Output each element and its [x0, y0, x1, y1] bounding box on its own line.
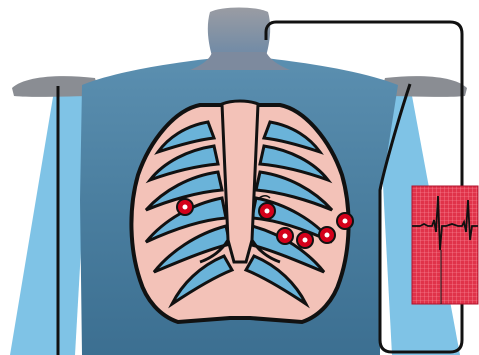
- electrode-right-parasternal: [177, 199, 193, 215]
- electrode-left-mid-axillary-2: [337, 213, 353, 229]
- head-icon: [208, 8, 270, 57]
- electrode-left-midclavicular: [277, 228, 293, 244]
- electrode-left-mid-axillary-1: [319, 227, 335, 243]
- ribcage-icon: [131, 101, 348, 322]
- sternum: [222, 101, 258, 262]
- ecg-strip-icon: [412, 186, 478, 304]
- electrode-left-anterior-axillary: [297, 232, 313, 248]
